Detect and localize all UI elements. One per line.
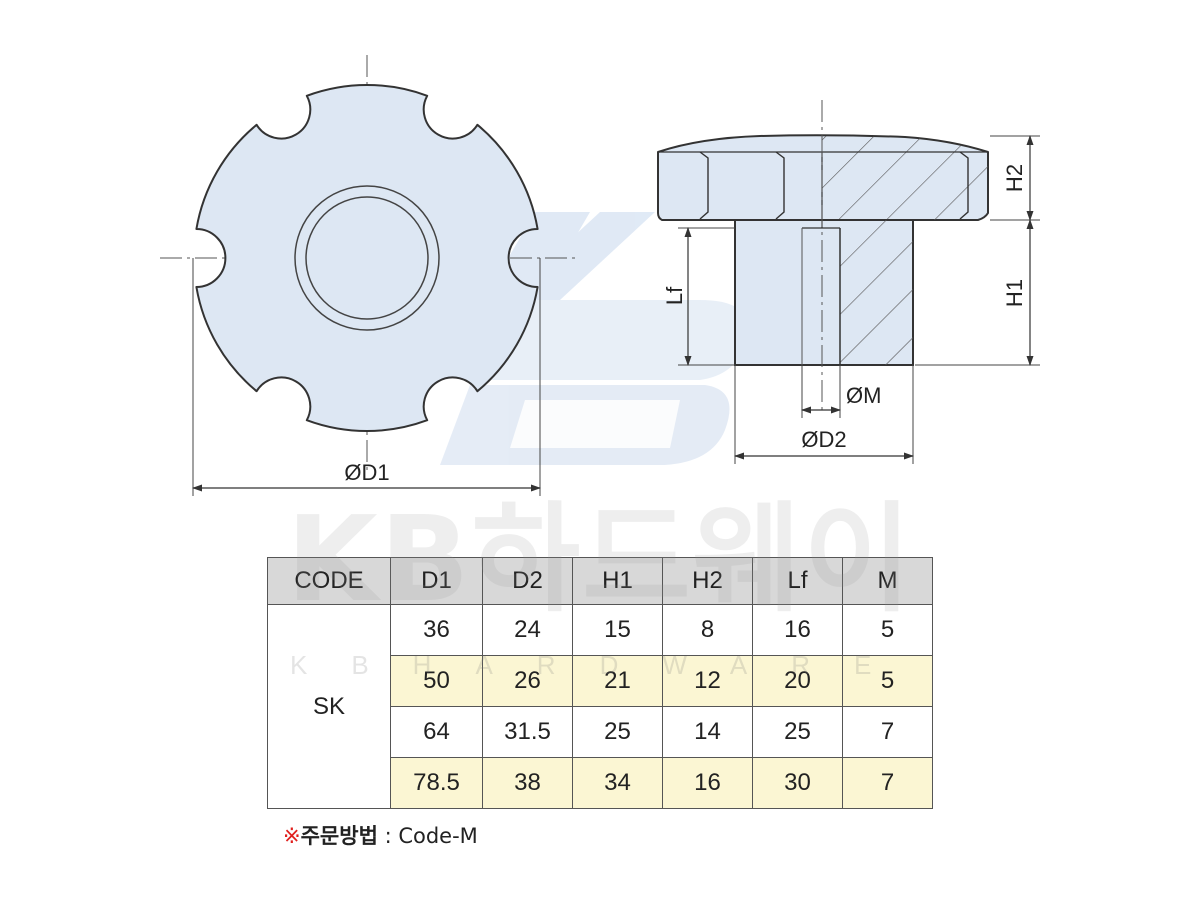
shank-hatch — [840, 220, 913, 365]
header-lf: Lf — [752, 557, 843, 605]
header-h2: H2 — [662, 557, 753, 605]
knob-boss-inner — [305, 196, 429, 320]
knob-outline — [195, 83, 539, 433]
spec-table: CODE D1 D2 H1 H2 Lf M SK 36 24 15 8 16 5… — [267, 557, 933, 809]
table-row: SK 36 24 15 8 16 5 — [267, 604, 933, 809]
cell-d1: 64 — [390, 706, 483, 758]
h2-label: H2 — [1002, 164, 1027, 192]
code-cell: SK — [267, 604, 391, 809]
order-note: ※주문방법 : Code-M — [283, 820, 478, 850]
table-header-row: CODE D1 D2 H1 H2 Lf M — [267, 557, 933, 605]
cell-h1: 34 — [572, 757, 663, 809]
table-row: 64 31.5 25 14 25 7 — [268, 706, 933, 758]
cell-m: 7 — [842, 706, 933, 758]
cell-lf: 20 — [752, 655, 843, 707]
order-separator: : — [377, 824, 399, 848]
order-method-label: 주문방법 — [300, 824, 378, 848]
table-row: 78.5 38 34 16 30 7 — [268, 757, 933, 809]
order-method-value: Code-M — [398, 824, 478, 848]
cell-h2: 12 — [662, 655, 753, 707]
header-d2: D2 — [482, 557, 573, 605]
cell-h1: 25 — [572, 706, 663, 758]
side-view: H2 H1 Lf ØM ØD2 — [657, 100, 1040, 464]
d2-label: ØD2 — [801, 427, 846, 452]
reference-mark-icon: ※ — [283, 824, 301, 848]
cell-d2: 26 — [482, 655, 573, 707]
cell-d1: 36 — [390, 604, 483, 656]
cell-m: 5 — [842, 604, 933, 656]
knob-head-hatch — [822, 136, 988, 220]
cell-d2: 31.5 — [482, 706, 573, 758]
cell-d1: 50 — [390, 655, 483, 707]
header-code: CODE — [267, 557, 391, 605]
lf-label: Lf — [662, 286, 687, 305]
header-h1: H1 — [572, 557, 663, 605]
cell-lf: 16 — [752, 604, 843, 656]
h1-label: H1 — [1002, 279, 1027, 307]
cell-h2: 8 — [662, 604, 753, 656]
d1-label: ØD1 — [344, 460, 389, 485]
knob-boss-outer — [294, 185, 440, 331]
table-row: 50 26 21 12 20 5 — [268, 655, 933, 707]
cell-d1: 78.5 — [390, 757, 483, 809]
cell-h2: 14 — [662, 706, 753, 758]
cell-m: 5 — [842, 655, 933, 707]
cell-h2: 16 — [662, 757, 753, 809]
front-view: ØD1 — [160, 55, 578, 496]
cell-d2: 38 — [482, 757, 573, 809]
cell-d2: 24 — [482, 604, 573, 656]
header-m: M — [842, 557, 933, 605]
cell-m: 7 — [842, 757, 933, 809]
cell-lf: 30 — [752, 757, 843, 809]
m-label: ØM — [846, 383, 881, 408]
cell-h1: 21 — [572, 655, 663, 707]
cell-h1: 15 — [572, 604, 663, 656]
header-d1: D1 — [390, 557, 483, 605]
cell-lf: 25 — [752, 706, 843, 758]
